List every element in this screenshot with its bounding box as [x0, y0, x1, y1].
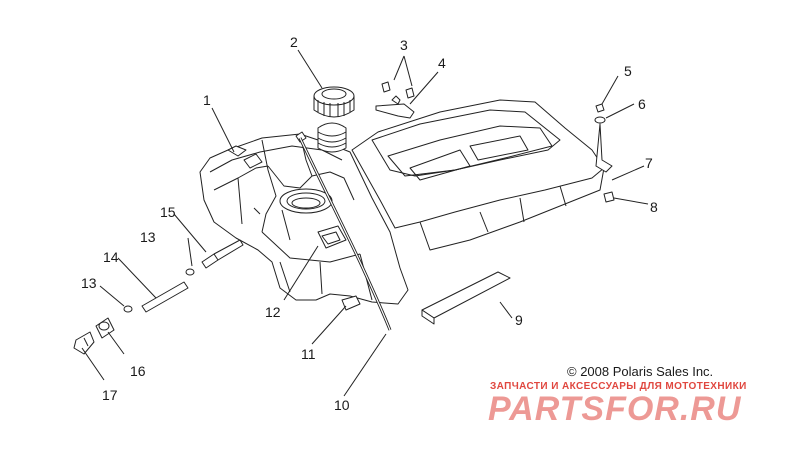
- callout-5: 5: [624, 63, 632, 79]
- callout-2: 2: [290, 34, 298, 50]
- callout-17: 17: [102, 387, 118, 403]
- callout-10: 10: [334, 397, 350, 413]
- right-fasteners-drawing: [594, 103, 615, 203]
- callout-12: 12: [265, 304, 281, 320]
- heat-shield-drawing: [421, 271, 511, 325]
- callout-6: 6: [638, 96, 646, 112]
- callout-13-lower: 13: [81, 275, 97, 291]
- callout-9: 9: [515, 312, 523, 328]
- watermark-brand: PARTSFOR.RU: [488, 390, 742, 428]
- callout-4: 4: [438, 55, 446, 71]
- callout-7: 7: [645, 155, 653, 171]
- fuel-cap-drawing: [313, 86, 355, 118]
- mount-bracket-drawing: [375, 95, 415, 119]
- callout-8: 8: [650, 199, 658, 215]
- callout-16: 16: [130, 363, 146, 379]
- callout-14: 14: [103, 249, 119, 265]
- filler-neck-drawing: [317, 122, 347, 153]
- callout-11: 11: [301, 346, 316, 362]
- screw-drawing: [381, 81, 415, 99]
- vent-hose-drawing: [295, 131, 392, 331]
- fuel-line-drawing: [73, 239, 244, 355]
- seat-panel-drawing: [351, 99, 605, 251]
- leader-lines: [81, 49, 649, 397]
- fuel-tank-drawing: [199, 133, 409, 311]
- callout-13-upper: 13: [140, 229, 156, 245]
- callout-3: 3: [400, 37, 408, 53]
- callout-1: 1: [203, 92, 211, 108]
- watermark-tagline: ЗАПЧАСТИ И АКСЕССУАРЫ ДЛЯ МОТОТЕХНИКИ: [490, 381, 747, 392]
- callout-15: 15: [160, 204, 176, 220]
- copyright-notice: © 2008 Polaris Sales Inc.: [567, 364, 714, 379]
